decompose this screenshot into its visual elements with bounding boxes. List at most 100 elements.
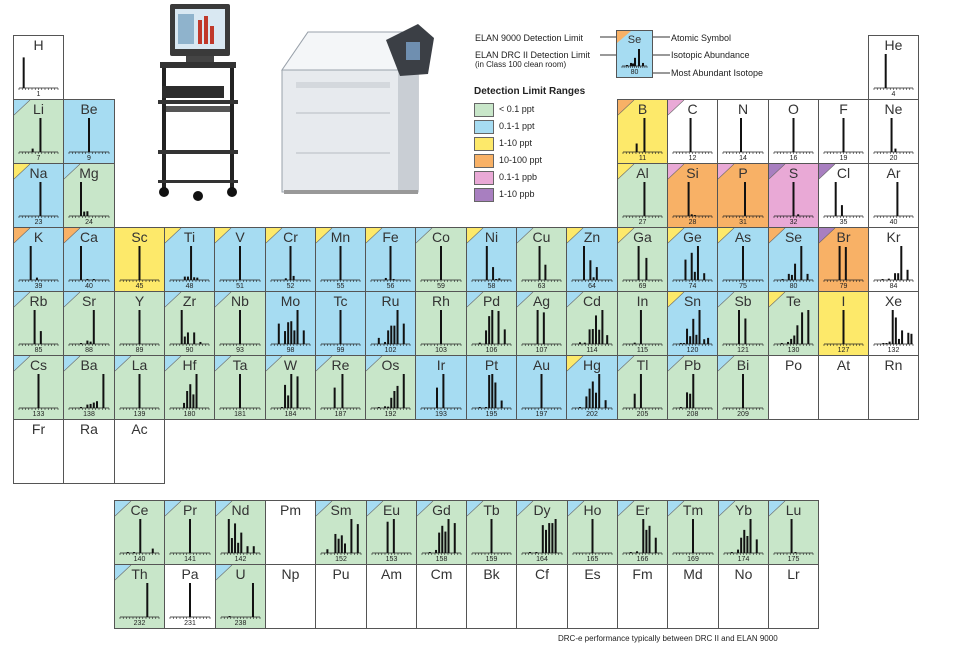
element-bi-drc-corner [718, 356, 735, 372]
most-abundant-isotope: 142 [234, 556, 247, 563]
element-li-drc-corner [14, 100, 31, 116]
isotope-peak [83, 211, 86, 216]
isotope-peak [196, 277, 199, 280]
element-mn: Mn 55 [315, 227, 366, 292]
element-cl-spectrum [823, 182, 864, 218]
isotope-peak [302, 330, 305, 344]
isotope-peak [591, 519, 594, 553]
isotope-peak [80, 246, 82, 280]
isotope-peak [80, 182, 82, 216]
isotope-peak [703, 273, 706, 280]
isotope-peak [881, 279, 884, 280]
isotope-peak [801, 312, 804, 344]
most-abundant-isotope: 238 [234, 620, 247, 627]
atomic-symbol: Hf [182, 357, 197, 373]
isotope-peak [897, 273, 900, 280]
key-drc-corner [617, 31, 631, 43]
isotope-peak [183, 402, 186, 408]
legend-swatch [474, 137, 494, 151]
element-kr-spectrum [873, 246, 914, 282]
most-abundant-isotope: 130 [787, 347, 800, 354]
most-abundant-isotope: 158 [435, 556, 448, 563]
footnote: DRC-e performance typically between DRC … [558, 634, 778, 643]
element-rb-drc-corner [14, 292, 31, 308]
element-au-spectrum [521, 374, 562, 410]
most-abundant-isotope: 75 [739, 283, 747, 290]
isotope-peak [39, 331, 42, 344]
isotope-peak [844, 247, 847, 280]
atomic-symbol: Bi [736, 357, 750, 373]
most-abundant-isotope: 24 [85, 219, 93, 226]
atomic-symbol: Na [29, 165, 48, 181]
element-cu-spectrum [521, 246, 562, 282]
element-cm: Cm [416, 564, 467, 629]
key-most-abundant-isotope: 80 [630, 69, 639, 76]
isotope-peak [497, 311, 500, 344]
most-abundant-isotope: 133 [32, 411, 45, 418]
most-abundant-isotope: 174 [737, 556, 750, 563]
element-cs-drc-corner [14, 356, 31, 372]
element-tm-drc-corner [668, 501, 685, 517]
element-am: Am [366, 564, 417, 629]
isotope-peak [755, 539, 758, 553]
element-pb-spectrum [672, 374, 713, 410]
element-nd-drc-corner [216, 501, 233, 517]
atomic-symbol: Ca [80, 229, 98, 245]
atomic-symbol: Mn [330, 229, 351, 245]
most-abundant-isotope: 202 [586, 411, 598, 418]
isotope-peak [292, 275, 295, 280]
isotope-peak [392, 519, 395, 553]
element-fm: Fm [617, 564, 668, 629]
isotope-peak [453, 523, 456, 553]
legend-label: 1-10 ppt [499, 138, 533, 148]
atomic-symbol: Pt [484, 357, 499, 373]
element-ta-spectrum [219, 374, 261, 410]
element-ne-spectrum [873, 118, 914, 154]
element-mn-drc-corner [316, 228, 333, 244]
isotope-peak [240, 532, 243, 553]
element-ag-drc-corner [517, 292, 534, 308]
isotope-peak [730, 552, 733, 553]
atomic-symbol: Hg [583, 357, 601, 373]
most-abundant-isotope: 28 [688, 219, 697, 226]
most-abundant-isotope: 63 [537, 283, 546, 290]
atomic-symbol: Re [331, 357, 350, 373]
isotope-peak [492, 267, 495, 280]
isotope-peak [438, 532, 441, 553]
element-co-drc-corner [416, 228, 433, 244]
most-abundant-isotope: 51 [236, 283, 244, 290]
atomic-symbol: Am [381, 566, 402, 582]
isotope-peak [629, 552, 632, 553]
most-abundant-isotope: 55 [336, 283, 345, 290]
element-np: Np [265, 564, 316, 629]
element-zn-drc-corner [567, 228, 584, 244]
isotope-peak [907, 332, 910, 344]
isotope-peak [126, 552, 129, 553]
atomic-symbol: Fm [632, 566, 653, 582]
isotope-peak [682, 343, 685, 344]
element-yb-spectrum [723, 519, 764, 555]
element-br-drc-corner [819, 228, 836, 244]
element-pm: Pm [265, 500, 316, 565]
most-abundant-isotope: 152 [335, 556, 347, 563]
atomic-symbol: Zr [182, 293, 197, 309]
isotope-peak [384, 406, 387, 408]
most-abundant-isotope: 141 [184, 556, 196, 563]
isotope-peak [630, 62, 632, 66]
isotope-peak [31, 148, 34, 152]
isotope-peak [444, 531, 447, 553]
element-ar-spectrum [873, 182, 914, 218]
element-se-spectrum [773, 246, 814, 282]
